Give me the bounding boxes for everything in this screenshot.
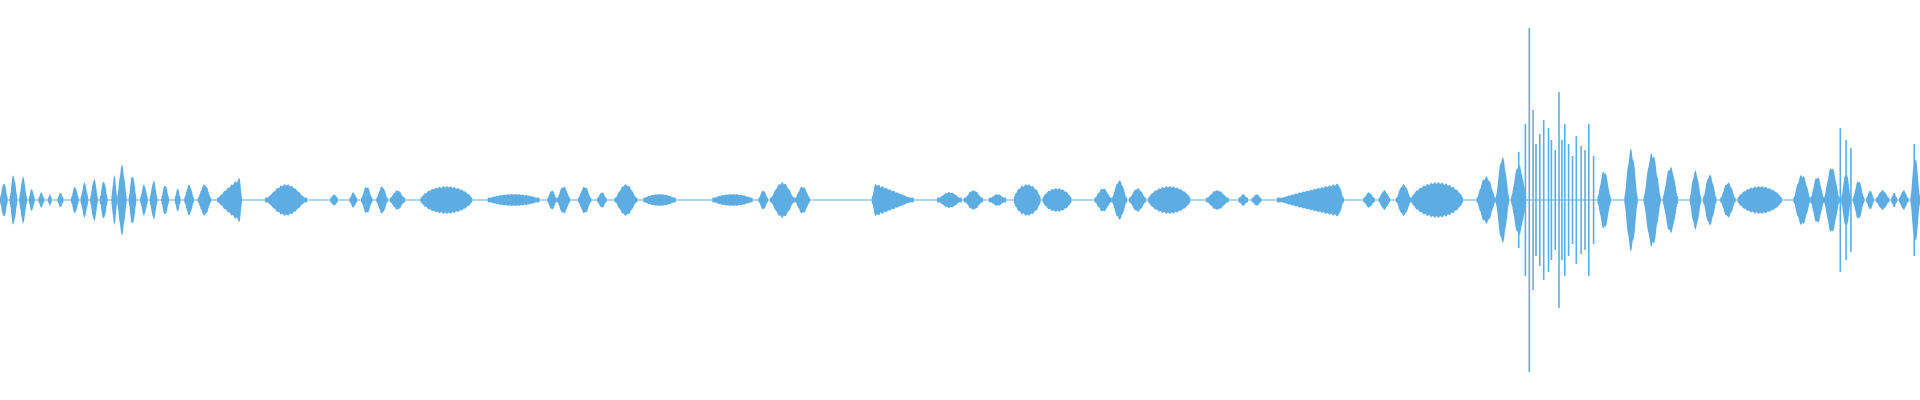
waveform-segment (1251, 194, 1262, 206)
waveform-segment (38, 192, 45, 208)
waveform-segment (1495, 156, 1510, 244)
waveform-segment (1703, 174, 1717, 226)
waveform-segment (1875, 190, 1890, 210)
waveform-segment (117, 164, 127, 236)
waveform-segment (174, 188, 181, 212)
waveform-segment (1793, 175, 1811, 225)
waveform-segment (197, 184, 212, 216)
waveform-segment (90, 179, 98, 221)
waveform-segment (1111, 180, 1127, 220)
waveform-segment (487, 194, 540, 206)
waveform-segment (349, 192, 358, 208)
waveform-segment (1891, 192, 1897, 208)
waveform-segment (1852, 181, 1865, 219)
waveform-segment (1810, 177, 1824, 223)
waveform-segment (0, 183, 8, 217)
waveform-segment (9, 175, 18, 225)
waveform-segment (80, 182, 89, 218)
waveform-segment (712, 194, 753, 206)
waveform-segment (871, 183, 914, 217)
waveform-segment (1866, 191, 1874, 209)
waveform-segment (556, 186, 571, 214)
waveform-segment (597, 192, 607, 208)
waveform-segment (1276, 183, 1344, 217)
waveform-segment (217, 178, 242, 222)
waveform-segment (265, 184, 308, 216)
waveform-segment (988, 194, 1007, 206)
waveform-segment (643, 194, 676, 206)
waveform-segment (1411, 182, 1463, 218)
waveform-segment (1624, 148, 1638, 252)
waveform-segment (1378, 190, 1391, 210)
waveform-segment (1689, 170, 1702, 230)
waveform-segment (758, 190, 768, 210)
waveform-segment (420, 186, 473, 214)
waveform-segment (1898, 190, 1909, 210)
waveform-segment (769, 182, 795, 218)
waveform-segment (161, 185, 169, 215)
waveform-segment (149, 180, 158, 220)
waveform-segment (140, 184, 148, 216)
waveform-segment (1094, 188, 1112, 212)
waveform-segment (1910, 159, 1920, 241)
waveform-segment (1205, 190, 1229, 210)
waveform-segment (963, 190, 983, 210)
waveform-segment (1013, 184, 1041, 216)
waveform-segment (614, 184, 638, 216)
waveform-segment (577, 186, 592, 214)
waveform-segment (794, 186, 811, 214)
waveform-segment (1662, 166, 1679, 234)
waveform-segment (1395, 184, 1412, 216)
waveform-segment (1148, 186, 1191, 214)
waveform-segment (1643, 153, 1661, 247)
waveform-segment (111, 174, 118, 226)
waveform-segment (48, 194, 52, 206)
waveform-segment (330, 194, 338, 206)
waveform-segment (19, 176, 27, 224)
waveform-segment (1129, 188, 1147, 212)
waveform-segment (1042, 188, 1072, 212)
waveform-segment (99, 182, 108, 218)
waveform-segment (1363, 192, 1375, 208)
waveform-segment (28, 189, 35, 211)
waveform-segment (71, 187, 79, 213)
waveform-segment (376, 186, 388, 214)
waveform-segment (1476, 176, 1496, 224)
waveform-segment (1238, 194, 1248, 206)
waveform-segment (547, 190, 557, 210)
waveform-segment (184, 184, 194, 216)
waveform-segment (389, 190, 406, 210)
waveform-segment (128, 176, 137, 224)
waveform-segment (361, 187, 373, 213)
waveform-segment (57, 192, 64, 208)
waveform-segment (1737, 186, 1782, 214)
waveform-segment (1824, 168, 1840, 232)
waveform-segment (937, 192, 962, 208)
waveform-segment (1720, 182, 1736, 218)
waveform-segment (1597, 171, 1611, 229)
